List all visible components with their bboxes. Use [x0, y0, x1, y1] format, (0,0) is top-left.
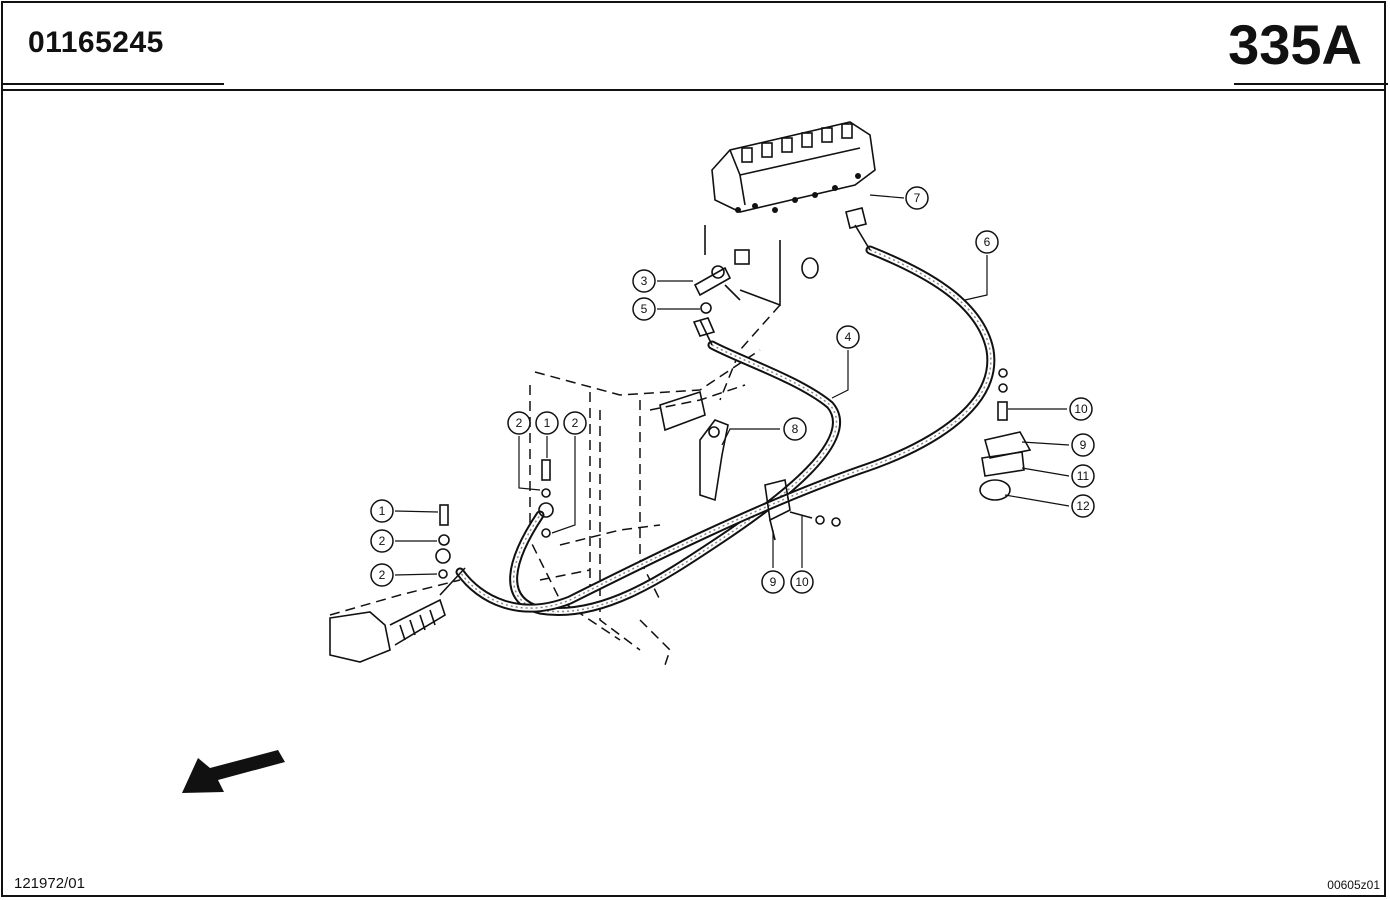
svg-text:6: 6: [984, 235, 991, 249]
svg-text:2: 2: [516, 416, 523, 430]
svg-text:8: 8: [792, 422, 799, 436]
pump-unit: [329, 567, 466, 663]
callout: 6: [975, 230, 999, 254]
callout: 2: [370, 563, 394, 587]
callout: 7: [905, 186, 929, 210]
header-divider: [3, 89, 1384, 91]
svg-text:2: 2: [572, 416, 579, 430]
callout-group: 1 2 2 2 1 2 3 5 4 7 6 8 9 10 10 9 11 12: [370, 186, 1095, 594]
callout: 4: [836, 325, 860, 349]
svg-text:9: 9: [770, 575, 777, 589]
svg-text:2: 2: [379, 568, 386, 582]
svg-text:2: 2: [379, 534, 386, 548]
callout: 2: [507, 411, 531, 435]
callout: 5: [632, 297, 656, 321]
svg-text:1: 1: [379, 504, 386, 518]
hose-6: [455, 207, 996, 613]
footer-drawing-ref: 121972/01: [14, 875, 85, 892]
callout: 10: [790, 570, 814, 594]
callout: 3: [632, 269, 656, 293]
bracket-8: [699, 419, 729, 502]
footer-image-ref: 00605z01: [1327, 878, 1380, 892]
page-id-underline: [1234, 83, 1388, 85]
arrow-left-down-icon: [182, 750, 285, 793]
svg-text:10: 10: [1074, 402, 1088, 416]
svg-text:3: 3: [641, 274, 648, 288]
callout: 9: [761, 570, 785, 594]
machine-frame-outline: [529, 304, 781, 666]
callout: 10: [1069, 397, 1093, 421]
fasteners-right: [979, 368, 1032, 501]
page-id: 335A: [1228, 13, 1362, 76]
bolt-10-assembly: [789, 511, 841, 527]
svg-text:10: 10: [795, 575, 809, 589]
part-number-underline: [2, 83, 224, 85]
leader-lines: [394, 194, 1070, 576]
svg-text:11: 11: [1077, 469, 1090, 483]
callout: 2: [563, 411, 587, 435]
valve-block: [711, 121, 876, 213]
hose-clamp-9: [764, 479, 791, 541]
svg-text:4: 4: [845, 330, 852, 344]
svg-text:5: 5: [641, 302, 648, 316]
callout: 1: [535, 411, 559, 435]
svg-text:12: 12: [1076, 499, 1090, 513]
fasteners-left: [435, 459, 554, 579]
tee-fitting: [693, 225, 819, 307]
svg-text:7: 7: [914, 191, 921, 205]
o-ring-5: [700, 302, 712, 314]
callout: 2: [370, 529, 394, 553]
callout: 8: [783, 417, 807, 441]
callout: 12: [1071, 494, 1095, 518]
callout: 9: [1071, 433, 1095, 457]
svg-text:1: 1: [544, 416, 551, 430]
callout: 11: [1071, 464, 1095, 488]
callout: 1: [370, 499, 394, 523]
svg-text:9: 9: [1080, 438, 1087, 452]
hose-4: [509, 317, 841, 616]
part-number: 01165245: [28, 26, 164, 59]
